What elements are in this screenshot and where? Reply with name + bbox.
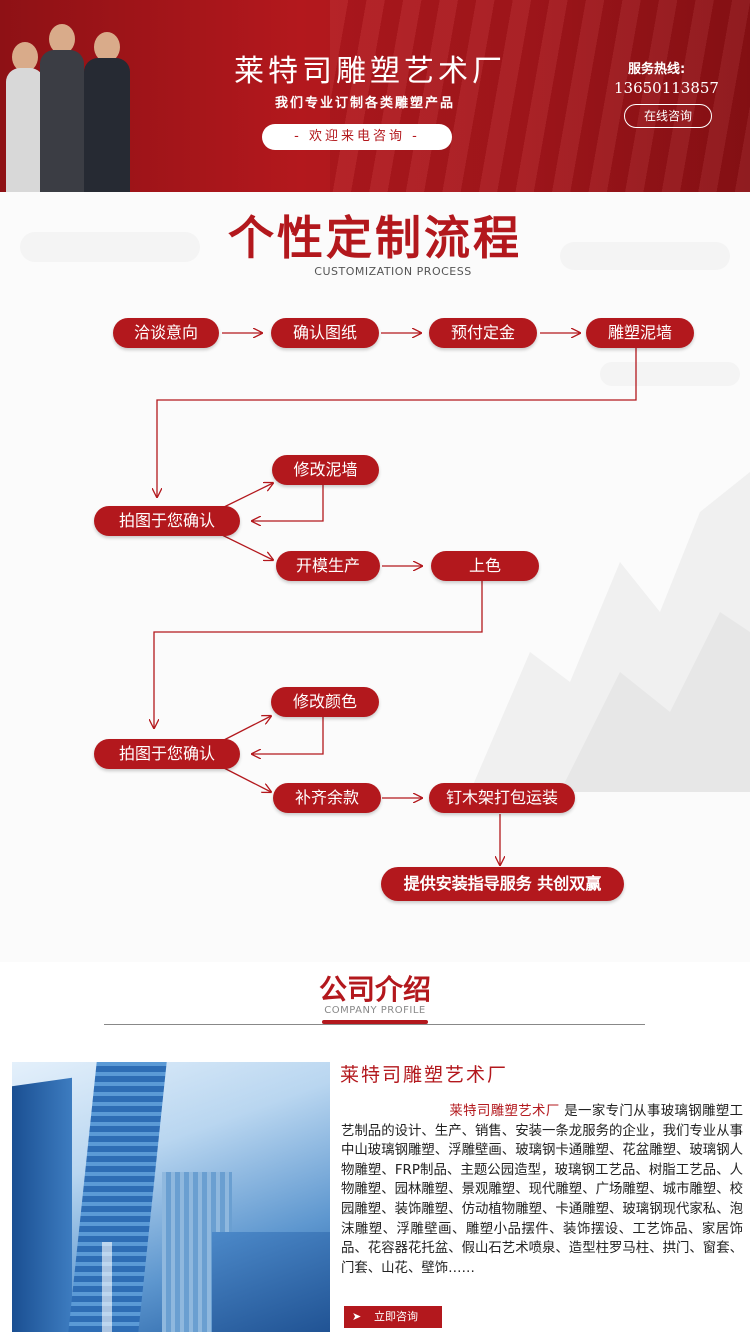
consult-now-button[interactable]: ➤ 立即咨询 — [344, 1306, 442, 1328]
online-consult-button[interactable]: 在线咨询 — [624, 104, 712, 128]
step-balance-payment: 补齐余款 — [273, 783, 381, 813]
step-clay-sculpt: 雕塑泥墙 — [586, 318, 694, 348]
person-figure — [84, 32, 130, 192]
step-modify-clay: 修改泥墙 — [272, 455, 379, 485]
cloud-decoration — [560, 242, 730, 270]
company-subtitle: COMPANY PROFILE — [324, 1005, 426, 1016]
company-intro-text: 是一家专门从事玻璃钢雕塑工艺制品的设计、生产、销售、安装一条龙服务的企业，我们专… — [341, 1104, 744, 1276]
banner-texture — [330, 0, 750, 192]
consult-now-label: 立即咨询 — [374, 1310, 418, 1323]
process-subtitle: CUSTOMIZATION PROCESS — [314, 265, 472, 278]
company-intro: 莱特司雕塑艺术厂 是一家专门从事玻璃钢雕塑工艺制品的设计、生产、销售、安装一条龙… — [341, 1102, 743, 1278]
welcome-pill: - 欢迎来电咨询 - — [262, 124, 452, 150]
business-team-photo — [0, 18, 140, 192]
company-name: 莱特司雕塑艺术厂 — [340, 1064, 509, 1086]
person-figure — [40, 24, 84, 192]
company-building-image — [12, 1062, 330, 1332]
process-flow-connectors — [0, 0, 637, 962]
cloud-decoration — [600, 362, 740, 386]
step-negotiate: 洽谈意向 — [113, 318, 219, 348]
person-figure — [6, 42, 44, 192]
step-confirm-drawing: 确认图纸 — [271, 318, 379, 348]
step-deposit: 预付定金 — [429, 318, 537, 348]
hotline-number[interactable]: 13650113857 — [614, 79, 719, 97]
step-modify-color: 修改颜色 — [271, 687, 379, 717]
brand-title: 莱特司雕塑艺术厂 — [234, 54, 506, 89]
step-packing-shipping: 钉木架打包运装 — [429, 783, 575, 813]
company-title: 公司介绍 — [318, 973, 431, 1006]
header-banner: 莱特司雕塑艺术厂 我们专业订制各类雕塑产品 - 欢迎来电咨询 - 服务热线: 1… — [0, 0, 750, 192]
divider-accent — [322, 1020, 428, 1024]
step-installation-guidance: 提供安装指导服务 共创双赢 — [381, 867, 624, 901]
divider — [104, 1024, 645, 1025]
step-photo-confirm: 拍图于您确认 — [94, 506, 240, 536]
company-intro-highlight: 莱特司雕塑艺术厂 — [449, 1104, 560, 1119]
cloud-decoration — [20, 232, 200, 262]
mountain-decoration — [470, 472, 750, 792]
step-mold-production: 开模生产 — [276, 551, 380, 581]
process-title: 个性定制流程 — [228, 211, 522, 265]
step-coloring: 上色 — [431, 551, 539, 581]
step-photo-confirm: 拍图于您确认 — [94, 739, 240, 769]
arrow-right-icon: ➤ — [352, 1310, 362, 1323]
brand-subtitle: 我们专业订制各类雕塑产品 — [274, 96, 455, 111]
hotline-label: 服务热线: — [628, 62, 686, 77]
